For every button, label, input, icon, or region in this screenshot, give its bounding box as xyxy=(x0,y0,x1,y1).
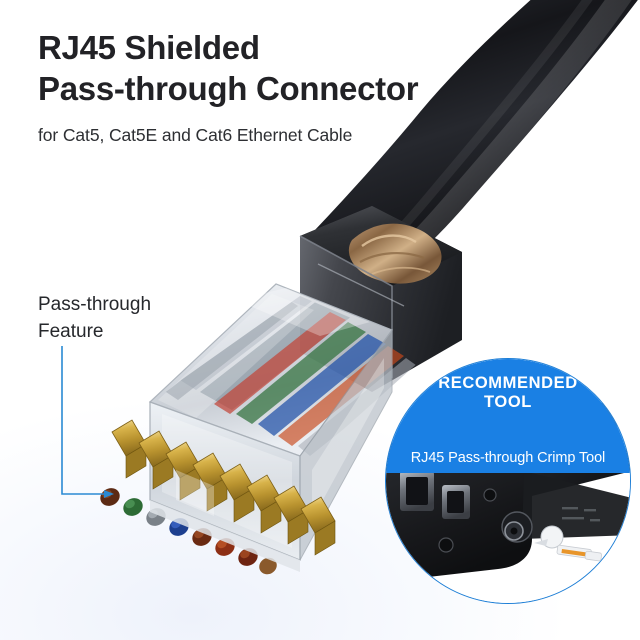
gold-contacts xyxy=(111,419,336,556)
callout-line-1: Pass-through xyxy=(38,294,152,315)
connector-bottom-lip xyxy=(150,500,300,572)
callout-leader-path xyxy=(61,346,104,495)
recommended-tool-band: RECOMMENDED TOOL xyxy=(386,359,630,443)
callout-line-2: Feature xyxy=(38,320,104,342)
recommended-tool-title-2: TOOL xyxy=(484,393,532,412)
tool-rivet-4 xyxy=(438,537,454,553)
tool-label-marks xyxy=(562,507,600,522)
tool-jaw-plate xyxy=(522,471,630,539)
headline-block: RJ45 Shielded Pass-through Connector for… xyxy=(38,28,458,147)
cable-braid xyxy=(348,223,442,284)
recommended-tool-badge[interactable]: RECOMMENDED TOOL RJ45 Pass-through Crimp… xyxy=(385,358,631,604)
headline-subtitle: for Cat5, Cat5E and Cat6 Ethernet Cable xyxy=(38,124,353,145)
headline-line-2: Pass-through Connector xyxy=(38,69,419,107)
pass-through-callout-label: Pass-through Feature xyxy=(38,292,151,346)
callout-arrow-head xyxy=(104,490,114,498)
recommended-tool-subtitle: RJ45 Pass-through Crimp Tool xyxy=(386,443,630,473)
tool-wire-sample xyxy=(534,525,602,562)
tool-rivet-3 xyxy=(483,488,497,502)
connector-latch xyxy=(176,470,214,516)
recommended-tool-title-1: RECOMMENDED xyxy=(438,374,578,392)
headline-line-1: RJ45 Shielded xyxy=(38,29,260,66)
